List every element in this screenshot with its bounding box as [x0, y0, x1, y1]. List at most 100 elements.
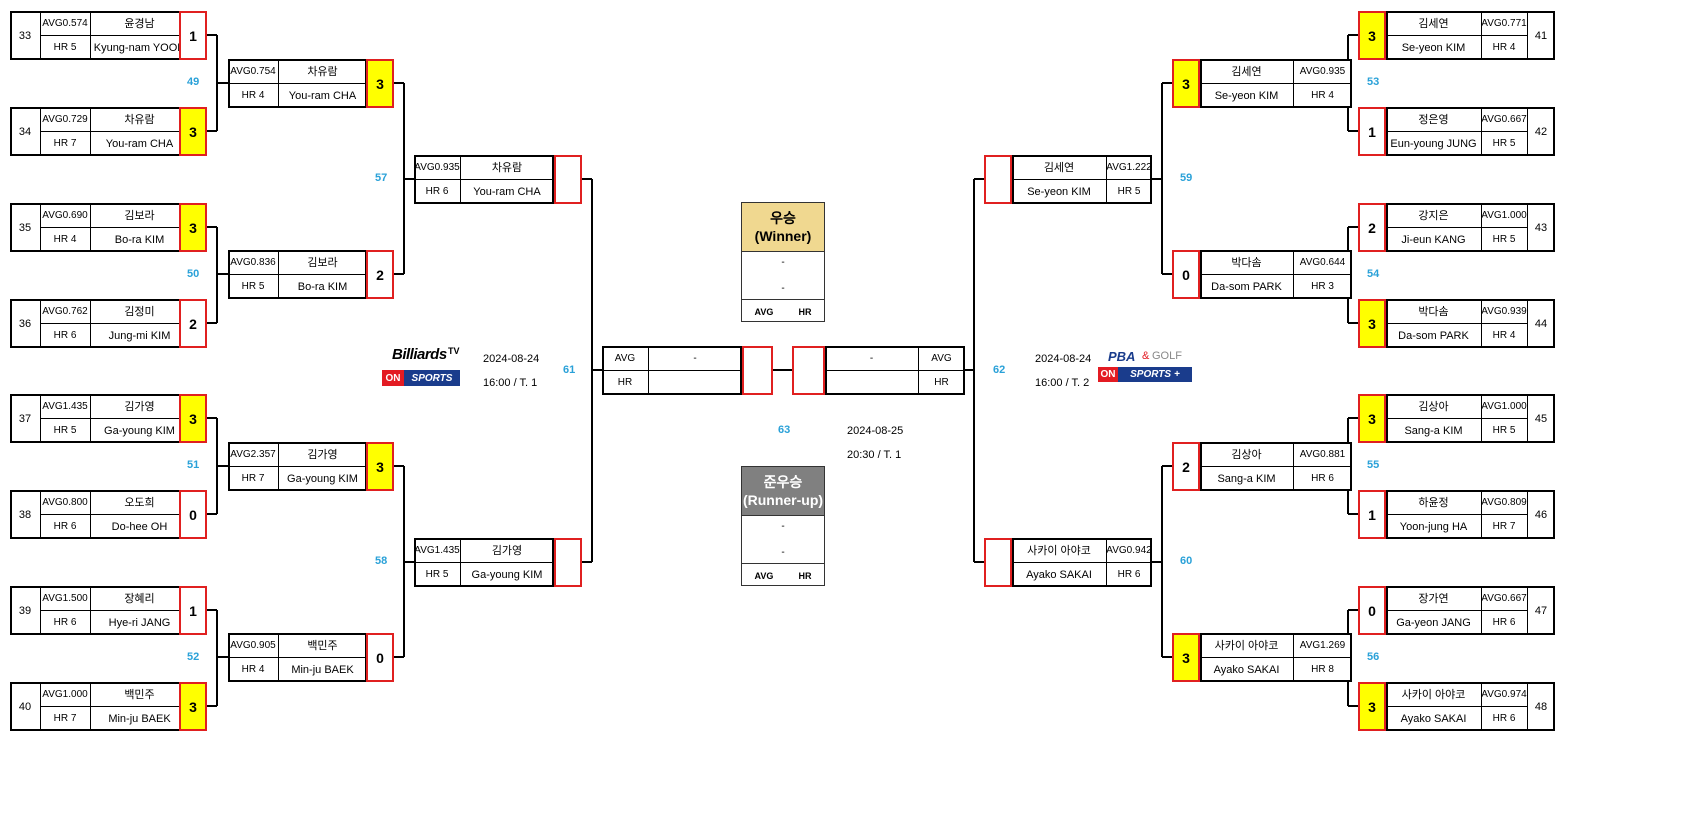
- avg-hr-top: AVG1.269: [1299, 639, 1346, 651]
- cell-divider: [40, 418, 90, 419]
- avg-hr-bottom: HR 8: [1311, 664, 1334, 675]
- score-box: 0: [179, 490, 207, 539]
- tv-superscript: TV: [448, 346, 460, 356]
- player-name-bottom: You-ram CHA: [105, 137, 174, 150]
- cell-divider: [1293, 274, 1352, 275]
- cell-divider: [1481, 394, 1482, 443]
- cell-divider: [40, 706, 90, 707]
- avg-hr-bottom: HR 7: [53, 713, 77, 724]
- sports-badge: SPORTS: [404, 370, 460, 386]
- runnerup-title: 준우승: [763, 474, 803, 490]
- player-name-bottom: Yoon-jung HA: [1399, 520, 1468, 533]
- cell-divider: [1293, 442, 1294, 491]
- seed: 44: [1534, 317, 1548, 330]
- player-name-top: 사카이 아야코: [1214, 640, 1279, 652]
- player-name-bottom: Da-som PARK: [1398, 329, 1469, 342]
- cell-divider: [1481, 203, 1482, 252]
- player-name-top: 사카이 아야코: [1401, 689, 1466, 701]
- avg-hr-bottom: HR 5: [1492, 425, 1516, 436]
- cell-divider: [1527, 11, 1528, 60]
- player-name-top: 하윤정: [1418, 497, 1449, 509]
- plus-sign: +: [1174, 369, 1180, 380]
- avg-hr-bottom: HR 7: [1492, 521, 1516, 532]
- match-number: 49: [187, 76, 200, 88]
- score-box: 2: [1358, 203, 1386, 252]
- avg-hr-top: AVG0.729: [42, 113, 88, 125]
- avg-hr-bottom: HR 5: [241, 281, 265, 292]
- player-name-top: 백민주: [307, 640, 338, 652]
- cell-divider: [1481, 490, 1482, 539]
- cell-divider: [1293, 466, 1352, 467]
- match-number: 59: [1180, 171, 1193, 184]
- player-name-top: 차유람: [491, 162, 523, 174]
- winner-name-line: -: [781, 283, 785, 294]
- avg-hr-bottom: HR 5: [53, 425, 77, 436]
- cell-divider: [40, 227, 90, 228]
- player-name-bottom: Ga-young KIM: [287, 472, 358, 485]
- seed: 39: [18, 604, 32, 617]
- cell-divider: [1106, 155, 1107, 204]
- player-name-bottom: Hye-ri JANG: [108, 616, 171, 629]
- avg-hr-bottom: HR 4: [1492, 330, 1516, 341]
- cell-divider: [1527, 203, 1528, 252]
- player-name-bottom: You-ram CHA: [288, 89, 357, 102]
- cell-divider: [278, 442, 279, 491]
- player-name-bottom: Jung-mi KIM: [108, 329, 171, 342]
- on-badge: ON: [1098, 367, 1118, 382]
- winner-subtitle: (Winner): [754, 228, 812, 244]
- avg-hr-bottom: HR 5: [1492, 138, 1516, 149]
- cell-divider: [90, 610, 189, 611]
- cell-divider: [1293, 83, 1352, 84]
- score-box: [742, 346, 773, 395]
- avg-hr-bottom: HR 3: [1311, 281, 1334, 292]
- cell-divider: [90, 227, 189, 228]
- player-name-bottom: Min-ju BAEK: [108, 712, 171, 725]
- avg-hr-bottom: HR 5: [1492, 234, 1516, 245]
- player-name-top: 사카이 아야코: [1027, 545, 1091, 557]
- cell-divider: [40, 490, 41, 539]
- avg-hr-top: AVG0.935: [414, 161, 460, 173]
- winner-avg-label: AVG: [754, 306, 774, 317]
- avg-hr-top: AVG0.809: [1481, 496, 1527, 508]
- cell-divider: [1200, 657, 1293, 658]
- cell-divider: [1481, 299, 1482, 348]
- match-number: 52: [187, 651, 200, 663]
- match-number: 50: [187, 268, 200, 280]
- avg-hr-bottom: HR 4: [241, 90, 265, 101]
- billiards-wordmark: Billiards: [392, 346, 447, 363]
- cell-divider: [90, 682, 91, 731]
- cell-divider: [90, 323, 189, 324]
- player-name-bottom: Bo-ra KIM: [297, 280, 348, 293]
- avg-hr-top: AVG1.435: [414, 544, 460, 556]
- runnerup-hr-label: HR: [798, 570, 812, 581]
- cell-divider: [1527, 107, 1528, 156]
- player-name-top: 김보라: [307, 257, 338, 269]
- match-date: 2024-08-25: [847, 425, 904, 437]
- player-name-bottom: Eun-young JUNG: [1390, 137, 1477, 150]
- cell-divider: [1481, 131, 1527, 132]
- match-time: 16:00 / T. 1: [483, 377, 538, 389]
- player-name-bottom: Ayako SAKAI: [1400, 712, 1467, 725]
- avg-hr-top: AVG0.574: [42, 17, 88, 29]
- final-player-name-bottom: [648, 370, 742, 395]
- match-time: 20:30 / T. 1: [847, 449, 902, 461]
- seed: 35: [18, 221, 32, 234]
- seed: 48: [1534, 700, 1548, 713]
- score-box: 1: [1358, 490, 1386, 539]
- score-box: 0: [366, 633, 394, 682]
- cell-divider: [40, 11, 41, 60]
- cell-divider: [40, 35, 90, 36]
- cell-divider: [1293, 657, 1352, 658]
